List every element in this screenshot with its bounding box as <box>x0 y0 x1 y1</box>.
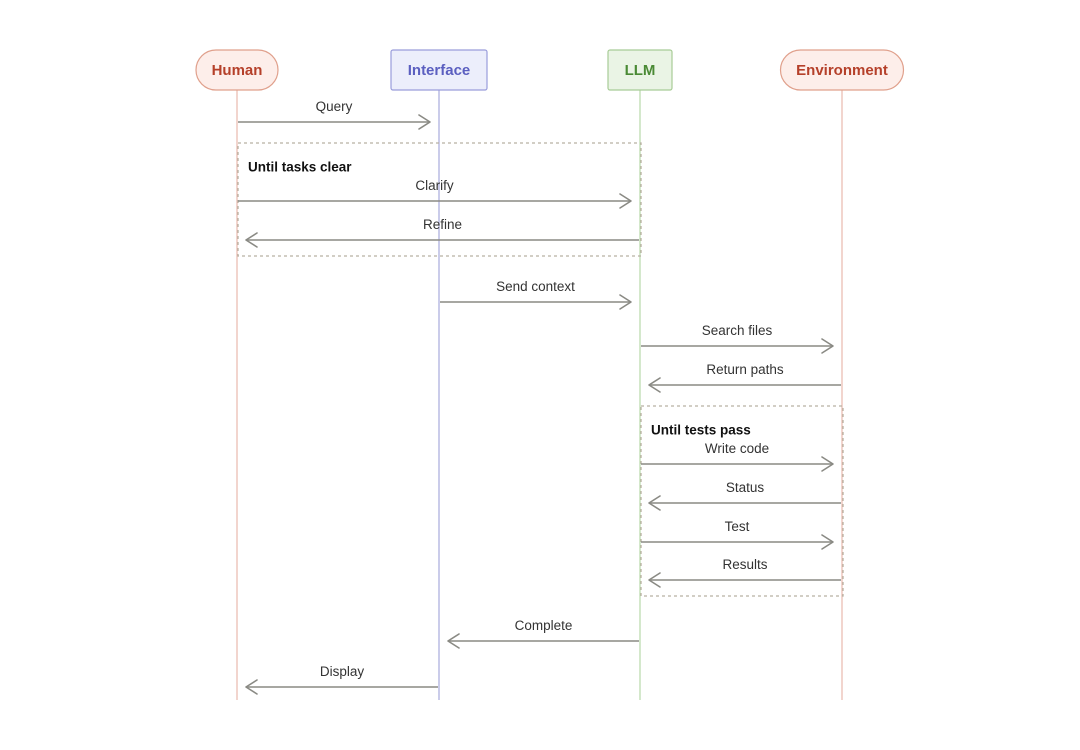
loop-label: Until tasks clear <box>248 160 352 175</box>
message-label: Display <box>320 664 365 679</box>
message-arrow-head <box>648 377 661 393</box>
message-label: Test <box>725 519 750 534</box>
participant-human[interactable]: Human <box>195 49 279 91</box>
message-label: Send context <box>496 279 575 294</box>
message-arrow-head <box>648 572 661 588</box>
message: Complete <box>447 618 639 649</box>
message-label: Write code <box>705 441 769 456</box>
participant-label: LLM <box>625 62 656 79</box>
message-arrow-head <box>648 495 661 511</box>
loop-block: Until tests pass <box>640 405 844 597</box>
message-label: Clarify <box>415 178 454 193</box>
participants-layer: Human Interface LLM Environment <box>195 49 905 91</box>
message: Send context <box>440 279 632 310</box>
message: Query <box>238 99 431 130</box>
message-label: Status <box>726 480 765 495</box>
message-arrow-head <box>245 232 258 248</box>
participant-box[interactable] <box>779 49 905 91</box>
message: Display <box>245 664 438 695</box>
message-label: Complete <box>515 618 573 633</box>
message-arrow-head <box>619 294 632 310</box>
participant-interface[interactable]: Interface <box>390 49 488 91</box>
participant-box[interactable] <box>195 49 279 91</box>
message: Return paths <box>648 362 841 393</box>
loop-label: Until tests pass <box>651 423 751 438</box>
message: Clarify <box>238 178 632 209</box>
message: Test <box>641 519 834 550</box>
message-arrow-head <box>245 679 258 695</box>
participant-label: Environment <box>796 62 888 79</box>
message-arrow-head <box>447 633 460 649</box>
message-label: Query <box>316 99 353 114</box>
message: Status <box>648 480 841 511</box>
message: Search files <box>641 323 834 354</box>
participant-label: Interface <box>408 62 471 79</box>
loop-block: Until tasks clear <box>237 142 642 257</box>
participant-environment[interactable]: Environment <box>779 49 905 91</box>
message-arrow-head <box>821 456 834 472</box>
message-arrow-head <box>821 534 834 550</box>
message-label: Search files <box>702 323 773 338</box>
participant-box[interactable] <box>390 49 488 91</box>
message-label: Results <box>722 557 767 572</box>
loop-boundary <box>640 405 844 597</box>
message: Write code <box>641 441 834 472</box>
message: Refine <box>245 217 639 248</box>
lifelines-layer <box>236 90 843 700</box>
participant-llm[interactable]: LLM <box>607 49 673 91</box>
message-label: Return paths <box>706 362 784 377</box>
message-label: Refine <box>423 217 462 232</box>
participant-box[interactable] <box>607 49 673 91</box>
participant-label: Human <box>212 62 263 79</box>
message-arrow-head <box>619 193 632 209</box>
message-arrow-head <box>821 338 834 354</box>
message-arrow-head <box>418 114 431 130</box>
message: Results <box>648 557 841 588</box>
